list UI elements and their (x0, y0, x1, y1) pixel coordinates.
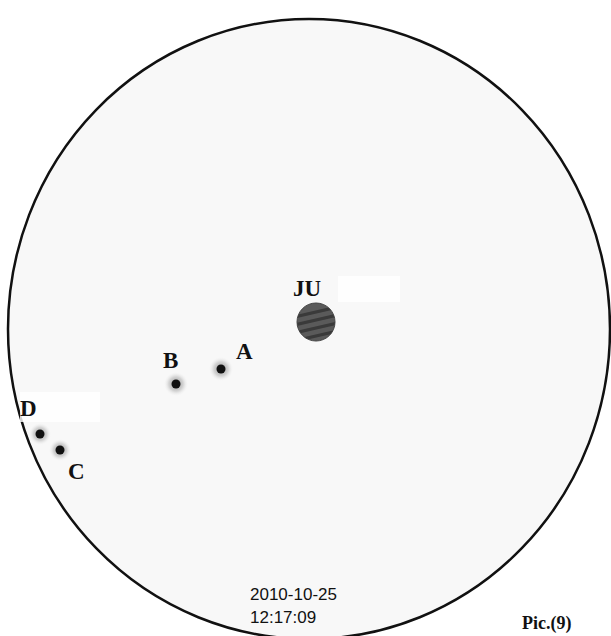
moon-b (164, 372, 188, 396)
moon-label: A (236, 340, 253, 363)
planet-label: JU (293, 277, 321, 300)
time-text: 12:17:09 (250, 609, 316, 626)
figure-caption: Pic.(9) (522, 614, 571, 632)
field-of-view (8, 19, 610, 636)
moon-d (29, 423, 51, 445)
moon-label: B (163, 349, 178, 372)
label-patch (338, 276, 400, 302)
moon-c (49, 439, 71, 461)
moon-label: D (20, 397, 37, 420)
moon-label: C (68, 460, 85, 483)
moon-a (209, 357, 233, 381)
label-patch (20, 392, 100, 422)
date-text: 2010-10-25 (250, 586, 337, 603)
jupiter (290, 303, 342, 342)
